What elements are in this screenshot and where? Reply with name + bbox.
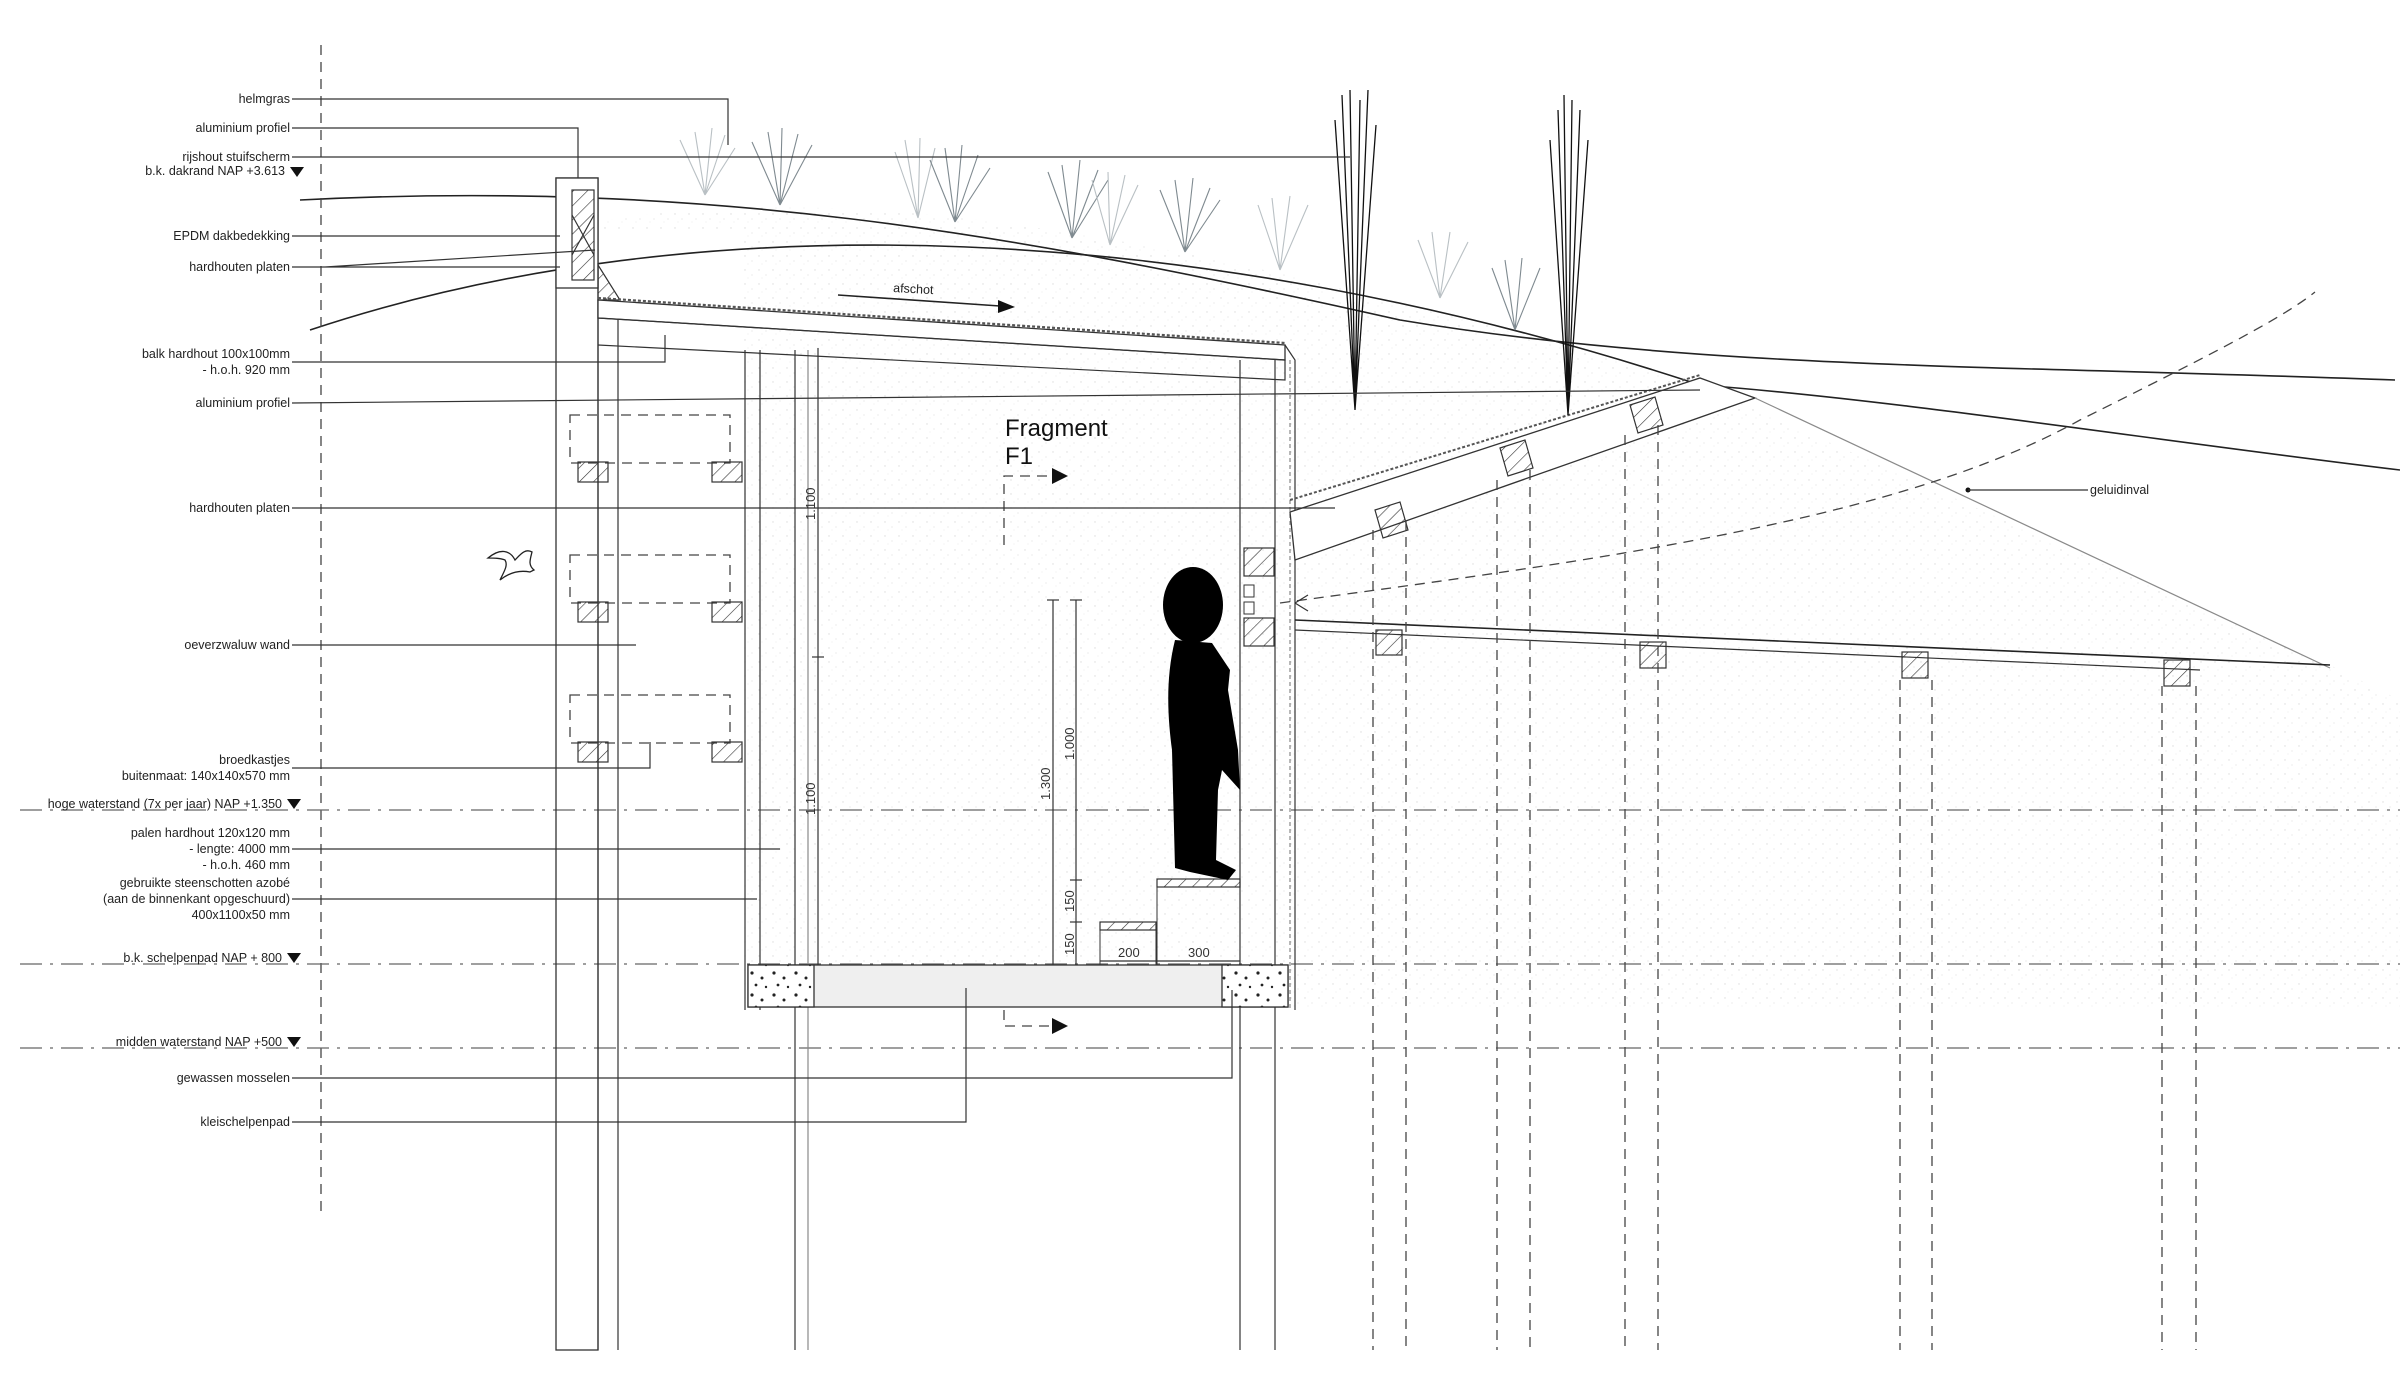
- label-midden-waterstand: midden waterstand NAP +500: [116, 1035, 282, 1049]
- level-marker-triangle: [287, 1037, 301, 1047]
- label-hardhouten-platen-mid: hardhouten platen: [189, 501, 290, 515]
- sound-path: geluidinval: [1279, 291, 2316, 612]
- dashed-piles: [1372, 425, 2197, 1350]
- label-hardhouten-platen-top: hardhouten platen: [189, 260, 290, 274]
- fragment-marker[interactable]: Fragment F1: [1003, 415, 1108, 1034]
- leader-lines: [291, 98, 1701, 1123]
- roof-deck: [597, 296, 1296, 1010]
- bird-icon: [486, 550, 536, 581]
- label-rijshout: rijshout stuifscherm: [182, 150, 290, 164]
- label-steenschotten-1: gebruikte steenschotten azobé: [120, 876, 290, 890]
- nest-box-1: [569, 414, 743, 483]
- label-epdm: EPDM dakbedekking: [173, 229, 290, 243]
- label-broedkastjes-1: broedkastjes: [219, 753, 290, 767]
- label-balk-2: - h.o.h. 920 mm: [202, 363, 290, 377]
- label-palen-2: - lengte: 4000 mm: [189, 842, 290, 856]
- dim-rise-upper: 150: [1062, 890, 1077, 912]
- reeds: [1334, 89, 1589, 416]
- label-mosselen: gewassen mosselen: [177, 1071, 290, 1085]
- label-oeverzwaluw: oeverzwaluw wand: [184, 638, 290, 652]
- label-aluminium-profiel-mid: aluminium profiel: [196, 396, 290, 410]
- section-arrow-top: [1052, 468, 1068, 484]
- dim-eye-step: 1.000: [1062, 727, 1077, 760]
- dim-rise-lower: 150: [1062, 933, 1077, 955]
- fragment-label-line1: Fragment: [1005, 415, 1108, 442]
- rijshout-block: [555, 177, 622, 301]
- fragment-label-line2: F1: [1005, 443, 1033, 470]
- label-helmgras: helmgras: [239, 92, 290, 106]
- foundation: [747, 964, 1289, 1008]
- label-palen-3: - h.o.h. 460 mm: [202, 858, 290, 872]
- label-schelpenpad: b.k. schelpenpad NAP + 800: [123, 951, 282, 965]
- left-wall: [555, 177, 809, 1351]
- dimension-lines: 1.100 1.100 1.300 1.000 150 150 200 300: [803, 348, 1240, 965]
- label-palen-1: palen hardhout 120x120 mm: [131, 826, 290, 840]
- level-markers: [287, 167, 304, 1047]
- label-dakrand: b.k. dakrand NAP +3.613: [145, 164, 285, 178]
- annotation-labels: helmgras aluminium profiel rijshout stui…: [48, 92, 290, 1129]
- label-broedkastjes-2: buitenmaat: 140x140x570 mm: [122, 769, 290, 783]
- nest-boxes: [569, 414, 743, 763]
- helmgras-plants: [679, 127, 1541, 331]
- level-marker-triangle: [287, 953, 301, 963]
- level-marker-triangle: [290, 167, 304, 177]
- label-hoge-waterstand: hoge waterstand (7x per jaar) NAP +1.350: [48, 797, 282, 811]
- label-balk-1: balk hardhout 100x100mm: [142, 347, 290, 361]
- label-steenschotten-3: 400x1100x50 mm: [192, 908, 290, 922]
- dim-tread-upper: 300: [1188, 945, 1210, 960]
- dim-eye-total: 1.300: [1038, 767, 1053, 800]
- dim-wall-upper: 1.100: [803, 487, 818, 520]
- sound-label: geluidinval: [2090, 483, 2149, 497]
- person-silhouette: [1163, 567, 1240, 880]
- nest-box-2: [569, 554, 743, 623]
- dune-fill: [299, 194, 2400, 1011]
- dim-tread-lower: 200: [1118, 945, 1140, 960]
- slope-arrow: afschot: [837, 281, 1015, 313]
- section-arrow-bottom: [1052, 1018, 1068, 1034]
- right-wall: [1239, 360, 1291, 1350]
- steps: [1099, 878, 1241, 966]
- slope-label: afschot: [893, 281, 935, 297]
- inclined-roof: [1289, 374, 2331, 687]
- dim-wall-lower: 1.100: [803, 782, 818, 815]
- nest-box-3: [569, 694, 743, 763]
- label-kleischelpenpad: kleischelpenpad: [200, 1115, 290, 1129]
- label-steenschotten-2: (aan de binnenkant opgeschuurd): [103, 892, 290, 906]
- level-marker-triangle: [287, 799, 301, 809]
- label-aluminium-profiel-top: aluminium profiel: [196, 121, 290, 135]
